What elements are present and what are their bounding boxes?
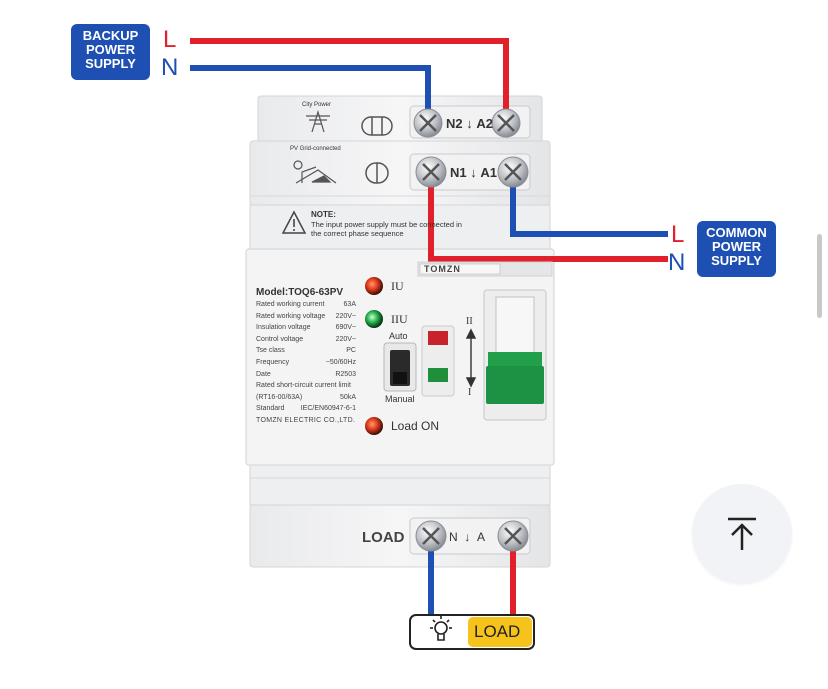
spec-value: ~50/60Hz (325, 358, 356, 366)
led-iiu (365, 310, 383, 328)
load-n-text: N (449, 530, 458, 544)
load-box-label: LOAD (474, 622, 521, 641)
spec-label: Rated short-circuit current limit (256, 382, 351, 390)
spec-value: R2503 (335, 370, 356, 378)
spec-row: Rated short-circuit current limit (256, 382, 356, 394)
model-label: Model:TOQ6-63PV (256, 287, 344, 298)
common-line2: POWER (711, 239, 762, 254)
spec-list: Rated working current 63A Rated working vo… (256, 301, 356, 417)
spec-label: Rated working voltage (256, 312, 326, 320)
auto-manual-switch (383, 342, 417, 392)
spec-value: 220V~ (335, 312, 356, 320)
spec-value: 690V~ (335, 324, 356, 332)
warning-icon (281, 210, 307, 234)
backup-line3: SUPPLY (85, 56, 136, 71)
screw-n2 (413, 108, 443, 138)
spec-row: Tse class PC (256, 347, 356, 359)
backup-supply-label: BACKUP POWER SUPPLY (71, 24, 150, 80)
switch-symbol-top (361, 116, 393, 136)
city-power-text: City Power (302, 102, 332, 108)
spec-row: Insulation voltage 690V~ (256, 324, 356, 336)
common-l-letter: L (671, 221, 685, 248)
screw-a1 (497, 156, 529, 188)
screw-a2 (491, 108, 521, 138)
brand-label: TOMZN (424, 264, 461, 274)
breaker-handle (483, 289, 547, 421)
scroll-to-top-button[interactable] (692, 484, 792, 584)
screw-n1 (415, 156, 447, 188)
arrow-up-icon (728, 517, 756, 550)
bulb-icon (430, 616, 452, 641)
position-i-label: I (468, 387, 472, 398)
tower-icon (306, 109, 330, 133)
common-n-letter: N (668, 249, 686, 276)
spec-value: 50kA (340, 393, 356, 401)
backup-n-letter: N (161, 54, 179, 81)
maker-label: TOMZN ELECTRIC CO.,LTD. (256, 417, 356, 424)
spec-value: 220V~ (335, 335, 356, 343)
manual-label: Manual (385, 394, 415, 404)
spec-label: Frequency (256, 358, 290, 366)
spec-label: Insulation voltage (256, 324, 311, 332)
load-terminal-na: N ↓ A (449, 530, 486, 544)
backup-line2: POWER (85, 42, 136, 57)
indicator-green (428, 368, 448, 382)
common-supply-label: COMMON POWER SUPPLY (697, 221, 776, 277)
note-line1: The input power supply must be connected… (311, 220, 462, 229)
spec-row: Frequency ~50/60Hz (256, 359, 356, 371)
spec-row: Rated working voltage 220V~ (256, 313, 356, 325)
position-ii-label: II (466, 316, 473, 327)
terminal-n1-label: N1 ↓ A1 (450, 165, 497, 180)
spec-value: 63A (343, 301, 356, 308)
a2-text: A2 (476, 116, 493, 131)
spec-label: Control voltage (256, 335, 304, 343)
screw-load-a (497, 520, 529, 552)
screw-load-n (415, 520, 447, 552)
load-on-label: Load ON (391, 419, 440, 433)
spec-row: Standard IEC/EN60947-6-1 (256, 405, 356, 417)
spec-row: (RT16-00/63A) 50kA (256, 394, 356, 406)
common-line3: SUPPLY (711, 253, 762, 268)
n2-text: N2 (446, 116, 463, 131)
solar-house-icon (293, 160, 337, 184)
led-iu (365, 277, 383, 295)
note-title: NOTE: (311, 210, 336, 219)
spec-label: Rated working current (256, 301, 325, 308)
spec-row: Date R2503 (256, 371, 356, 383)
switch-symbol-mid (365, 162, 389, 184)
note-line2: the correct phase sequence (311, 229, 404, 238)
load-a-text: A (477, 530, 486, 544)
n1-text: N1 (450, 165, 467, 180)
terminal-n2-label: N2 ↓ A2 (446, 116, 493, 131)
scrollbar-thumb[interactable] (817, 234, 822, 318)
spec-value: IEC/EN60947-6-1 (300, 405, 356, 413)
spec-row: Rated working current 63A (256, 301, 356, 313)
spec-value: PC (346, 347, 356, 355)
iiu-label: IIU (391, 312, 408, 326)
led-load-on (365, 417, 383, 435)
auto-label: Auto (389, 331, 408, 341)
spec-label: Date (256, 370, 271, 378)
spec-row: Control voltage 220V~ (256, 336, 356, 348)
position-arrow (465, 328, 477, 388)
spec-label: Tse class (256, 347, 285, 355)
backup-line1: BACKUP (82, 28, 139, 43)
load-terminal-label: LOAD (362, 529, 405, 546)
common-line1: COMMON (706, 225, 767, 240)
a1-text: A1 (480, 165, 497, 180)
backup-l-letter: L (163, 26, 177, 53)
pv-grid-text: PV Grid-connected (290, 146, 341, 152)
indicator-red (428, 331, 448, 345)
spec-label: Standard (256, 405, 285, 413)
iu-label: IU (391, 279, 404, 293)
spec-label: (RT16-00/63A) (256, 393, 303, 401)
